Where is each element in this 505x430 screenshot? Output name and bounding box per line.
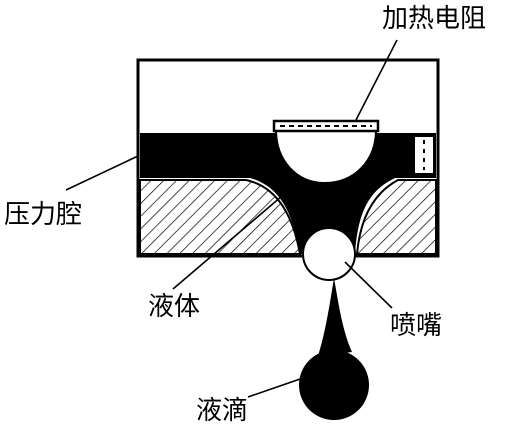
nozzle-meniscus: [302, 227, 356, 281]
wall-right-hatched: [355, 179, 437, 255]
label-liquid: 液体: [148, 292, 201, 322]
side-element: [413, 135, 435, 175]
droplet-tail: [318, 278, 352, 356]
label-droplet: 液滴: [196, 396, 249, 426]
wall-left-hatched: [139, 179, 302, 255]
label-pressure-chamber: 压力腔: [4, 200, 83, 230]
label-heater: 加热电阻: [382, 4, 487, 34]
label-nozzle: 喷嘴: [390, 311, 443, 341]
leader-pressure-chamber: [65, 155, 139, 191]
vapor-bubble: [274, 129, 378, 185]
leader-liquid: [172, 195, 283, 290]
leader-droplet: [247, 377, 304, 398]
leader-heater: [355, 39, 398, 121]
leader-nozzle: [344, 261, 393, 309]
droplet: [299, 350, 369, 420]
